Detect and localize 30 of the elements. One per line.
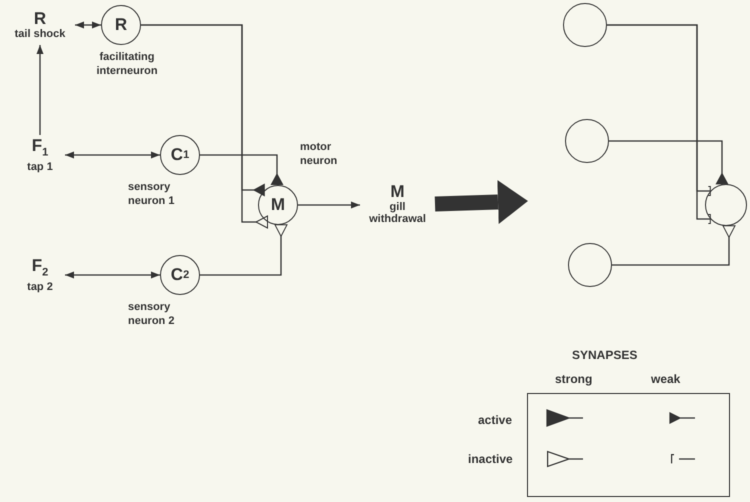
row-heading: active	[478, 413, 512, 427]
row-heading: inactive	[468, 452, 513, 466]
table-title: SYNAPSES	[572, 348, 638, 362]
neuron-caption: sensory neuron 2	[128, 300, 176, 328]
arrow	[298, 202, 360, 208]
arrow	[434, 180, 528, 224]
neuron-caption: facilitating interneuron	[95, 50, 159, 78]
stimulus-label: M gill withdrawal	[360, 180, 435, 228]
arrow	[65, 152, 160, 158]
synapse-connection	[609, 140, 728, 184]
arrow	[65, 272, 160, 278]
neuron-circle	[705, 184, 747, 226]
neuron-caption: motor neuron	[300, 140, 338, 168]
stimulus-label: F$_{2}$ tap 2	[15, 255, 65, 295]
neuron-circle: M	[258, 185, 298, 225]
neuron-circle	[565, 119, 609, 163]
synapse-connection	[200, 154, 284, 185]
stimulus-label: F$_{1}$ tap 1	[15, 135, 65, 175]
column-heading: strong	[555, 372, 592, 386]
neuron-circle	[568, 243, 612, 287]
stimulus-label: R tail shock	[5, 5, 75, 45]
synapse-connection	[200, 224, 288, 276]
neuron-caption: sensory neuron 1	[128, 180, 176, 208]
synapse-connection	[612, 225, 736, 266]
neuron-circle: R	[101, 5, 141, 45]
arrow	[36, 45, 44, 135]
synapse-connection	[141, 24, 268, 228]
column-heading: weak	[651, 372, 680, 386]
arrow	[75, 22, 101, 28]
neuron-circle	[563, 3, 607, 47]
